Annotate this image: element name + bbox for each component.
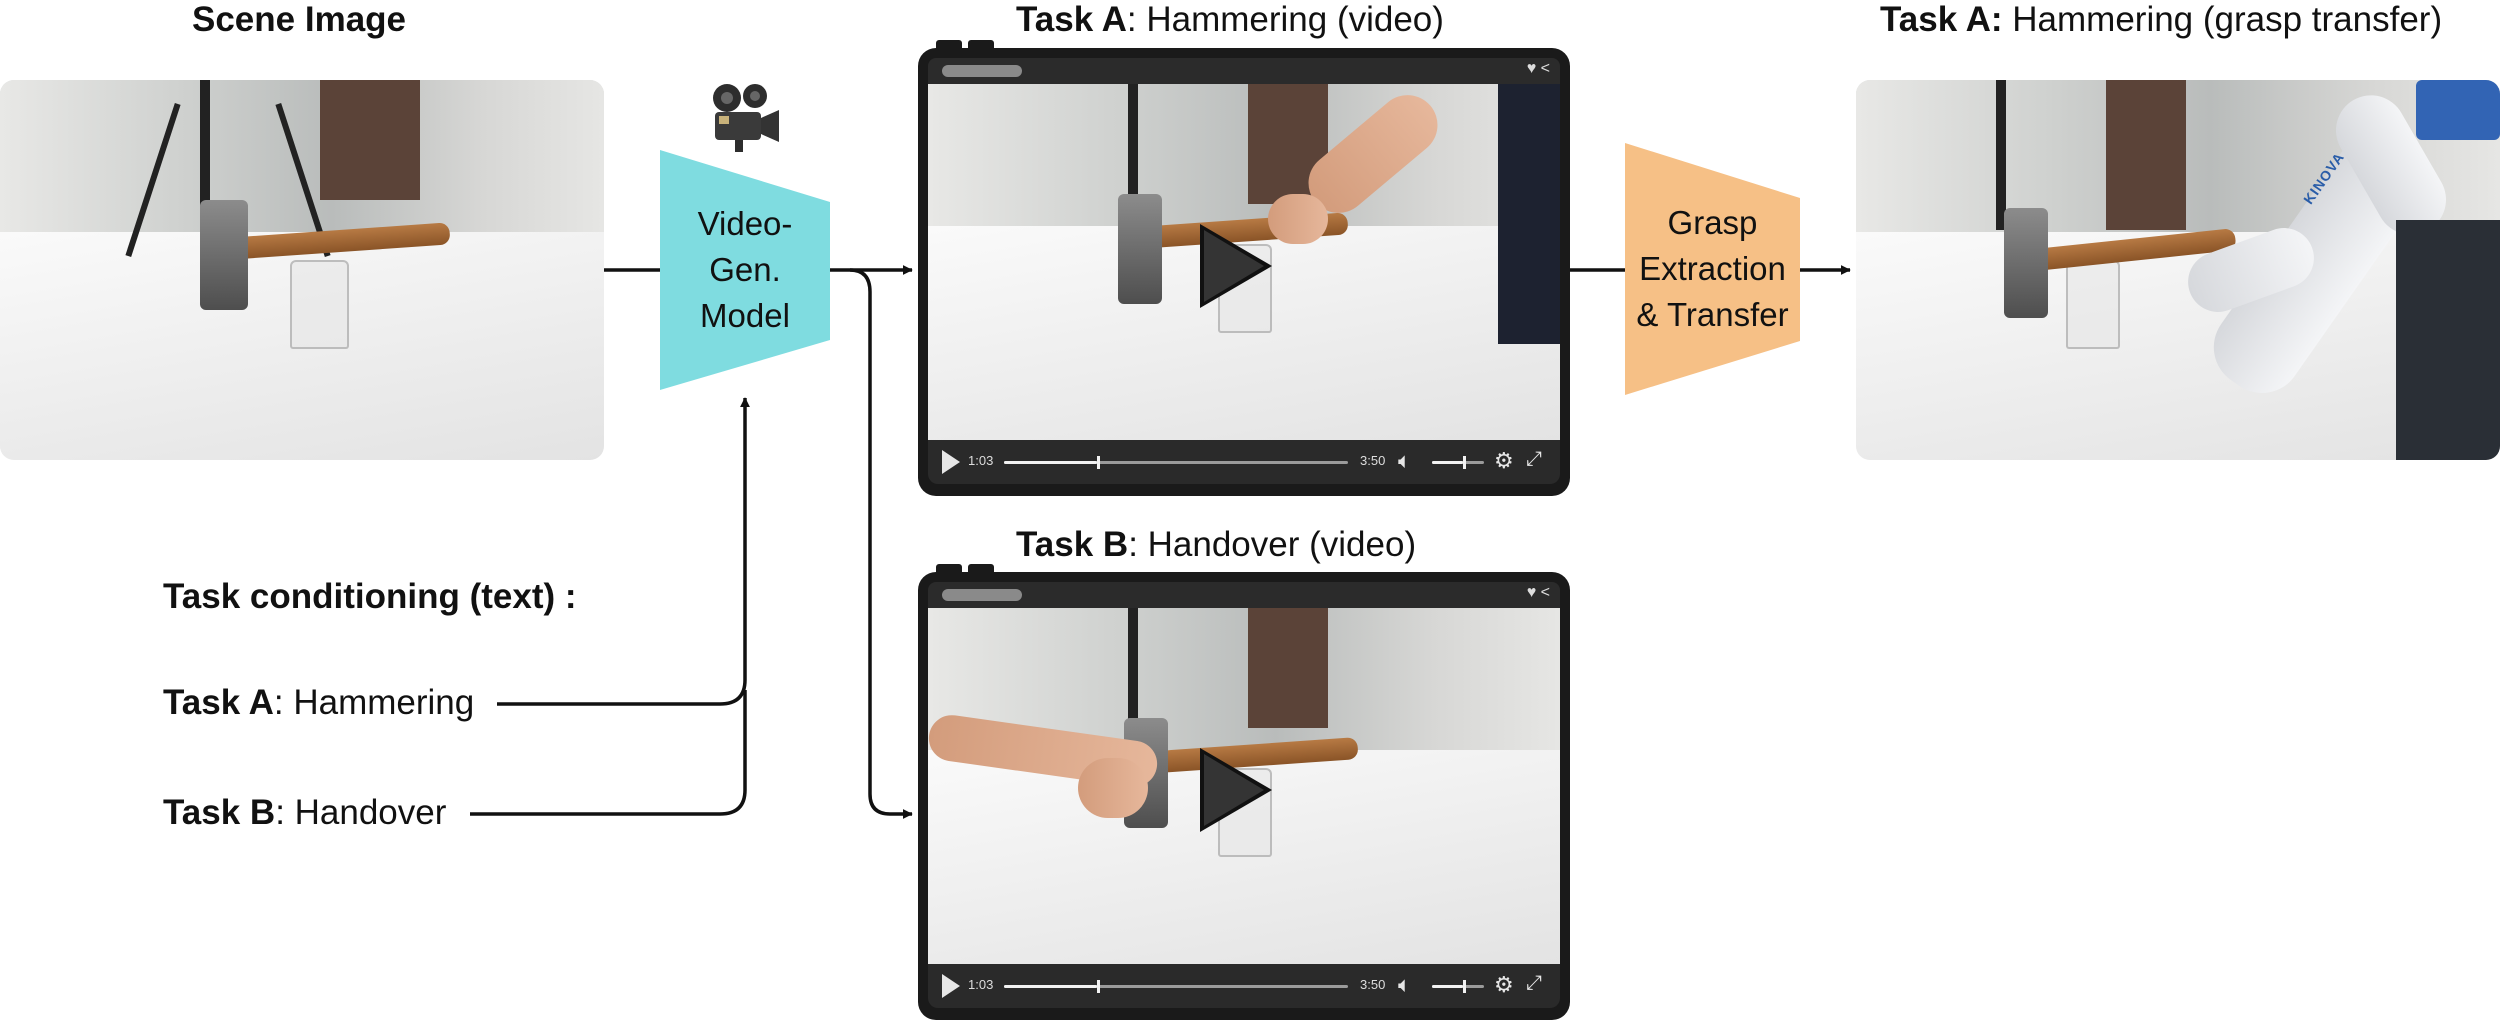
task-a-video-title: Task A: Hammering (video) [1016,0,1444,39]
heart-icon[interactable]: ♥ [1526,60,1537,77]
share-icon[interactable]: < [1540,584,1550,601]
big-play-icon[interactable] [1200,224,1272,308]
settings-icon[interactable]: ⚙ [1494,972,1514,997]
progress-bar[interactable] [1004,980,1348,993]
task-a-video-frame [928,84,1560,440]
grasp-transfer-image: KINOVA [1856,80,2500,460]
big-play-icon[interactable] [1200,748,1272,832]
play-icon[interactable] [942,974,960,998]
volume-slider[interactable] [1432,980,1484,993]
current-time: 1:03 [968,453,994,468]
scene-image [0,80,604,460]
player-top-bar: ♥ < [928,582,1560,608]
player-top-bar: ♥ < [928,58,1560,84]
task-a-video-player[interactable]: ♥ < 1:03 3:50 🔈︎ ⚙ ⤢ [918,40,1570,496]
task-b-condition: Task B: Handover [163,793,447,832]
video-gen-model-block [660,150,830,390]
play-icon[interactable] [942,450,960,474]
video-gen-model-label: Video- Gen. Model [697,205,793,334]
settings-icon[interactable]: ⚙ [1494,448,1514,473]
player-title-pill [942,65,1022,77]
duration: 3:50 [1360,977,1386,992]
current-time: 1:03 [968,977,994,992]
fullscreen-icon[interactable]: ⤢ [1526,972,1542,994]
heart-icon[interactable]: ♥ [1526,584,1537,601]
fullscreen-icon[interactable]: ⤢ [1526,448,1542,470]
duration: 3:50 [1360,453,1386,468]
task-a-condition: Task A: Hammering [163,683,475,722]
player-title-pill [942,589,1022,601]
share-icon[interactable]: < [1540,60,1550,77]
task-conditioning-heading: Task conditioning (text) : [163,577,577,616]
volume-slider[interactable] [1432,456,1484,469]
video-camera-icon [705,76,785,156]
player-controls: 1:03 3:50 🔈︎ ⚙ ⤢ [928,440,1560,484]
player-controls: 1:03 3:50 🔈︎ ⚙ ⤢ [928,964,1560,1008]
progress-bar[interactable] [1004,456,1348,469]
task-b-video-player[interactable]: ♥ < 1:03 3:50 🔈︎ ⚙ ⤢ [918,564,1570,1020]
task-b-video-title: Task B: Handover (video) [1016,525,1417,564]
grasp-transfer-title: Task A: Hammering (grasp transfer) [1880,0,2443,39]
scene-image-title: Scene Image [192,0,406,39]
grasp-extraction-label: Grasp Extraction & Transfer [1636,204,1789,333]
volume-icon[interactable]: 🔈︎ [1398,448,1412,473]
grasp-extraction-block [1625,143,1800,395]
task-b-video-frame [928,608,1560,964]
volume-icon[interactable]: 🔈︎ [1398,972,1412,997]
